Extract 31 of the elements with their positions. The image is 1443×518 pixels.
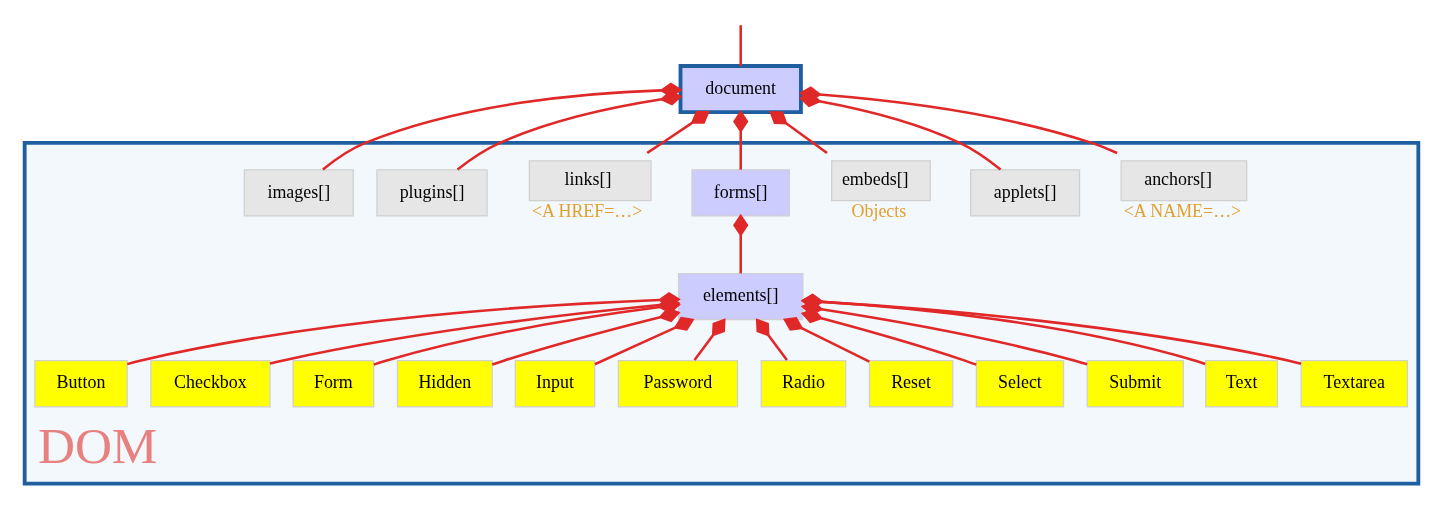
node-box: Password — [617, 360, 739, 408]
node-box: Form — [292, 360, 375, 408]
node-box: Input — [514, 360, 596, 408]
connector — [594, 316, 695, 366]
node-box: images[] — [243, 169, 354, 217]
node-box: plugins[] — [376, 169, 488, 217]
node-box: forms[] — [691, 169, 791, 217]
connector — [755, 318, 788, 361]
connector — [646, 111, 710, 154]
connector — [733, 110, 749, 170]
node-box: Textarea — [1300, 360, 1409, 408]
connector — [733, 213, 749, 274]
connector — [491, 307, 681, 366]
node-box: Reset — [868, 360, 954, 408]
node-label: Objects — [851, 201, 907, 222]
node-label: <A NAME=…> — [1123, 201, 1242, 222]
node-box: Text — [1205, 360, 1279, 408]
connector — [782, 317, 870, 363]
connector — [739, 25, 742, 66]
connector — [769, 110, 828, 154]
node-label: <A HREF=…> — [531, 201, 643, 222]
node-box: Select — [975, 360, 1065, 408]
node-box: Submit — [1086, 360, 1184, 408]
node-box: Button — [34, 360, 128, 408]
node-box: Checkbox — [150, 360, 271, 408]
node-box: Hidden — [396, 360, 493, 408]
node-box: Radio — [760, 360, 847, 408]
connector — [693, 318, 726, 361]
node-box: applets[] — [970, 169, 1081, 217]
node-box: elements[] — [677, 272, 804, 321]
node-box: document — [678, 64, 803, 115]
